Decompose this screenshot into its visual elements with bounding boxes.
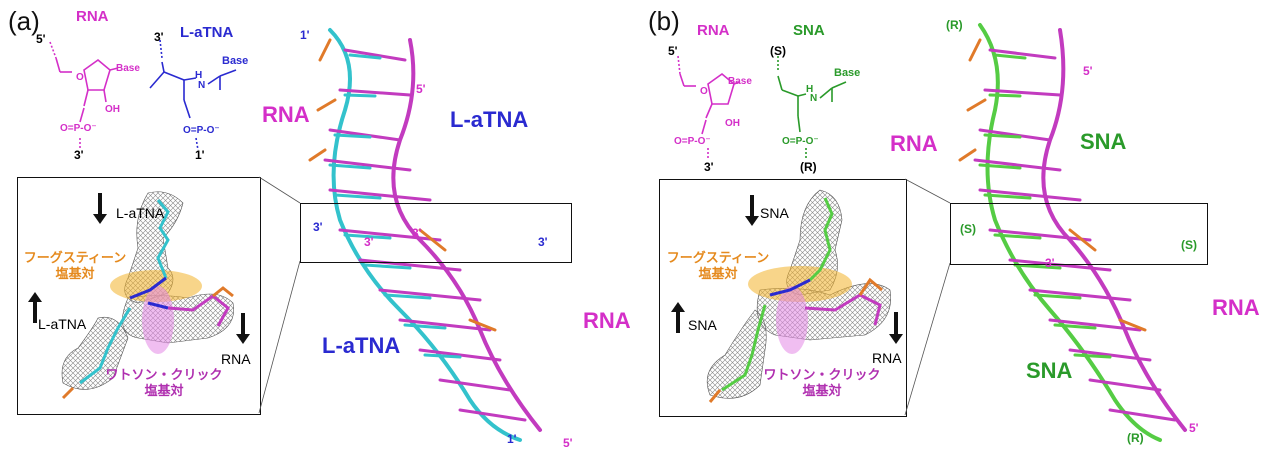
watson-crick-line2: 塩基対	[802, 383, 842, 398]
phosphate-rna: O=P-O⁻	[60, 123, 97, 134]
hoogsteen-line1: フーグスティーン	[666, 250, 770, 265]
inset-box-b: SNA SNA RNA フーグスティーン 塩基対 ワトソン・クリック 塩基対	[659, 179, 907, 417]
duplex-label-rna-bottom: RNA	[1212, 295, 1260, 320]
inset-density-b	[671, 189, 903, 403]
end-bottom-left: (R)	[1127, 431, 1144, 445]
duplex-label-rna-left: RNA	[262, 102, 310, 127]
zoom-lines-a	[258, 176, 301, 414]
panel-label: (a)	[8, 6, 40, 36]
end-top-right: 5'	[416, 82, 426, 96]
end-mid-center: 3'	[412, 226, 422, 240]
watson-crick-line1: ワトソン・クリック	[763, 367, 881, 382]
end-mid-left2: 3'	[364, 235, 374, 249]
watson-crick-line1: ワトソン・クリック	[105, 367, 223, 382]
highlight-box-a	[300, 203, 572, 263]
duplex-a	[308, 28, 542, 442]
zoom-lines-b	[904, 178, 951, 416]
rna-5prime: 5'	[36, 32, 46, 46]
base-label-sna: Base	[834, 67, 861, 79]
hoogsteen-label: フーグスティーン 塩基対	[666, 250, 770, 282]
hoogsteen-line2: 塩基対	[55, 266, 95, 281]
hoogsteen-label: フーグスティーン 塩基対	[23, 250, 127, 282]
sna-r: (R)	[800, 160, 817, 174]
rna-3prime: 3'	[74, 148, 84, 162]
amide-h: H	[806, 84, 814, 95]
tna-1prime: 1'	[195, 148, 205, 162]
panel-a: (a) RNA L-aTNA 5' 3' 3' 1' Base Base OH …	[8, 6, 631, 450]
end-top-left: (R)	[946, 18, 963, 32]
duplex-label-rna-bottom: RNA	[583, 308, 631, 333]
chem-bonds-a	[49, 39, 237, 151]
rna-5prime: 5'	[668, 44, 678, 58]
chem-bonds-b	[677, 55, 847, 160]
inset-strand-right: RNA	[221, 351, 251, 367]
watson-crick-label: ワトソン・クリック 塩基対	[760, 367, 884, 399]
phosphate-tna: O=P-O⁻	[183, 125, 220, 136]
duplex-b	[958, 23, 1187, 442]
oh-label: OH	[725, 118, 740, 129]
inset-strand-top: SNA	[760, 205, 789, 221]
rna-name: RNA	[697, 22, 730, 39]
inset-box-a: L-aTNA L-aTNA RNA フーグスティーン 塩基対 ワトソン・クリック…	[17, 177, 261, 415]
oh-label: OH	[105, 104, 120, 115]
tna-3prime: 3'	[154, 30, 164, 44]
end-mid-center: 3'	[1045, 256, 1055, 270]
end-mid-left: (S)	[960, 222, 976, 236]
base-label-tna: Base	[222, 55, 249, 67]
end-mid-right: 3'	[538, 235, 548, 249]
end-mid-left: 3'	[313, 220, 323, 234]
duplex-label-tna-bottom: L-aTNA	[322, 333, 401, 358]
sna-s: (S)	[770, 44, 786, 58]
ring-oxygen: O	[76, 72, 84, 83]
inset-strand-right: RNA	[872, 350, 902, 366]
inset-strand-left: SNA	[688, 317, 717, 333]
panel-label: (b)	[648, 6, 680, 36]
watson-crick-line2: 塩基対	[144, 383, 184, 398]
phosphate-rna: O=P-O⁻	[674, 136, 711, 147]
hoogsteen-line1: フーグスティーン	[23, 250, 127, 265]
end-bottom-right: 5'	[1189, 421, 1199, 435]
inset-strand-top: L-aTNA	[116, 205, 165, 221]
duplex-label-tna-right: L-aTNA	[450, 107, 529, 132]
watson-crick-label: ワトソン・クリック 塩基対	[104, 367, 224, 399]
amide-n: N	[810, 93, 818, 104]
inset-density-a	[28, 191, 250, 400]
rna-3prime: 3'	[704, 160, 714, 174]
base-label-rna: Base	[116, 63, 140, 74]
tna-name: L-aTNA	[180, 24, 234, 41]
duplex-label-rna-left: RNA	[890, 131, 938, 156]
hoogsteen-line2: 塩基対	[698, 266, 738, 281]
end-bottom-left: 1'	[507, 432, 517, 446]
end-top-right: 5'	[1083, 64, 1093, 78]
phosphate-sna: O=P-O⁻	[782, 136, 819, 147]
sna-name: SNA	[793, 22, 825, 39]
panel-b: (b) RNA SNA 5' 3' (S) (R) Base Base OH O…	[640, 0, 1280, 468]
duplex-label-sna-bottom: SNA	[1026, 358, 1073, 383]
highlight-box-b	[950, 203, 1208, 265]
amide-h: H	[195, 70, 203, 81]
end-bottom-right: 5'	[563, 436, 573, 450]
inset-strand-left: L-aTNA	[38, 316, 87, 332]
base-label-rna: Base	[728, 76, 752, 87]
end-mid-right: (S)	[1181, 238, 1197, 252]
amide-n: N	[198, 80, 206, 91]
ring-oxygen: O	[700, 86, 708, 97]
end-top-left: 1'	[300, 28, 310, 42]
rna-name: RNA	[76, 8, 109, 25]
duplex-label-sna-right: SNA	[1080, 129, 1127, 154]
